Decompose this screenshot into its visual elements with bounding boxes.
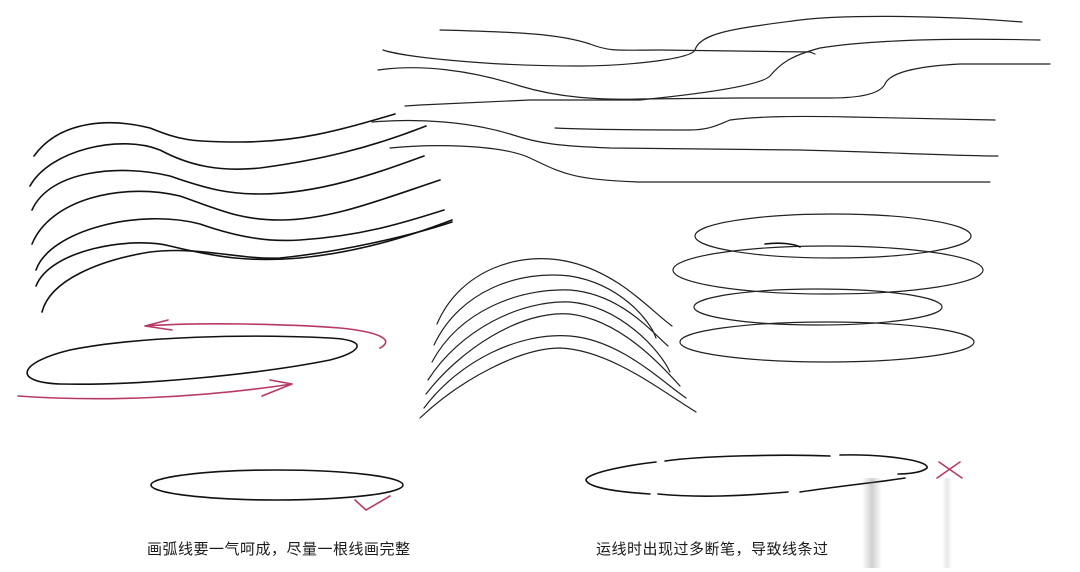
long-flowing-lines xyxy=(371,15,1051,183)
good-ellipse xyxy=(150,469,404,511)
stacked-ellipses xyxy=(672,213,984,363)
ellipse-with-direction-arrows xyxy=(17,319,387,400)
checkmark-icon xyxy=(354,495,391,511)
broken-ellipse xyxy=(585,454,963,497)
caption-right: 运线时出现过多断笔，导致线条过 xyxy=(596,540,829,558)
arch-curves xyxy=(419,258,697,419)
wave-lines xyxy=(29,113,453,313)
caption-left: 画弧线要一气呵成，尽量一根线画完整 xyxy=(147,540,411,558)
cross-icon xyxy=(936,461,963,479)
